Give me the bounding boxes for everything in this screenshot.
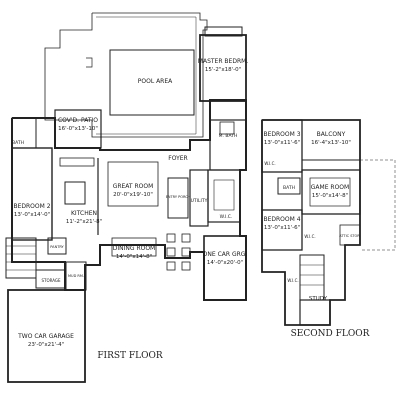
- wic-master-label: W.I.C.: [220, 214, 233, 220]
- wic-shelf: [213, 179, 235, 211]
- master-bath-label: M. BATH: [219, 133, 238, 139]
- porch-column-6: [181, 261, 191, 271]
- balcony-dim: 16'-4"x13'-10": [311, 140, 351, 146]
- porch-column-2: [166, 247, 176, 257]
- kitchen-dim: 11'-2"x21'-8": [66, 219, 102, 225]
- great-room-tray: [107, 161, 159, 207]
- mud-room-label: MUD RM.: [68, 274, 84, 278]
- porch-column-4: [181, 233, 191, 243]
- pool: [109, 49, 195, 116]
- entry-porch-label: ENTRY PORCH: [166, 195, 191, 199]
- one-car-garage-walls: [203, 235, 247, 301]
- bedroom-4-dim: 13'-0"x11'-6": [264, 225, 300, 231]
- pool-area-label: POOL AREA: [138, 78, 173, 85]
- pool-enclosure-outline: [44, 12, 208, 138]
- master-bedroom-dim: 15'-2"x18'-0": [205, 67, 241, 73]
- one-car-garage-dim: 14'-0"x20'-0": [207, 260, 243, 266]
- one-car-garage-label: ONE CAR GRG.: [203, 251, 248, 258]
- second-floor-plan: [261, 119, 396, 326]
- wic-2f-c-label: W.I.C.: [287, 278, 298, 283]
- bedroom-3-label: BEDROOM 3: [263, 131, 300, 138]
- porch-column-1: [166, 233, 176, 243]
- covd-patio-label: COV'D. PATIO: [58, 117, 98, 124]
- second-floor-title: SECOND FLOOR: [291, 329, 370, 339]
- first-floor-plan: [5, 12, 247, 383]
- kitchen-counter: [59, 157, 95, 167]
- roof-outline-2f: [360, 159, 396, 251]
- game-room-tray: [309, 177, 351, 207]
- pantry-label: PANTRY: [50, 245, 64, 249]
- utility-walls: [189, 169, 209, 227]
- study-label: STUDY: [309, 296, 328, 302]
- master-bath-walls: [209, 119, 247, 171]
- two-car-garage-dim: 23'-0"x21'-4": [28, 342, 64, 348]
- entry-porch: [167, 177, 189, 219]
- two-car-garage-label: TWO CAR GARAGE: [17, 333, 74, 340]
- attic-storage-walls: [339, 224, 361, 246]
- great-room-label: GREAT ROOM: [113, 183, 154, 190]
- room-labels: POOL AREA MASTER BEDRM. 15'-2"x18'-0" CO…: [12, 58, 361, 348]
- kitchen-island: [64, 181, 86, 205]
- bath-2f-walls: [277, 177, 301, 195]
- bedroom-2-walls: [11, 147, 53, 241]
- wic-2f-b-label: W.I.C.: [304, 234, 315, 239]
- stair-block: [5, 237, 37, 279]
- utility-label: UTILITY: [191, 198, 208, 204]
- study-walls: [299, 299, 331, 326]
- porch-column-5: [181, 247, 191, 257]
- bath-2f-label: BATH: [283, 185, 295, 191]
- dining-room-tray: [111, 237, 157, 257]
- game-room-walls: [301, 169, 361, 215]
- first-floor-title: FIRST FLOOR: [97, 351, 163, 361]
- balcony-label: BALCONY: [317, 131, 346, 138]
- master-bedroom-label: MASTER BEDRM.: [198, 58, 248, 65]
- wic-2f-a-label: W.I.C.: [264, 161, 275, 166]
- kitchen-label: KITCHEN: [71, 210, 97, 217]
- bath-left-walls: [11, 117, 37, 149]
- storage-label: STORAGE: [41, 278, 61, 283]
- bedroom-4-label: BEDROOM 4: [263, 216, 300, 223]
- storage-walls: [35, 269, 67, 289]
- game-room-dim: 15'-0"x14'-8": [312, 193, 348, 199]
- porch-column-3: [166, 261, 176, 271]
- covd-patio-dim: 16'-0"x13'-10": [58, 126, 98, 132]
- great-room-dim: 20'-0"x19'-10": [113, 192, 153, 198]
- dining-room-dim: 14'-0"x14'-8": [116, 254, 152, 260]
- bedroom-2-dim: 13'-0"x14'-0": [14, 212, 50, 218]
- bedroom-2-label: BEDROOM 2: [13, 203, 50, 210]
- game-room-label: GAME ROOM: [311, 184, 349, 191]
- master-bedroom-bay: [204, 26, 243, 37]
- master-tub: [219, 121, 235, 135]
- stair-2f: [299, 254, 325, 301]
- balcony-walls: [301, 119, 361, 161]
- bedroom-4-walls: [261, 209, 303, 251]
- pantry-walls: [47, 237, 67, 255]
- bath-left-label: BATH: [12, 140, 24, 146]
- bedroom-3-dim: 13'-0"x11'-6": [264, 140, 300, 146]
- two-car-garage-walls: [7, 289, 86, 383]
- pool-spa: [86, 57, 93, 68]
- foyer-label: FOYER: [168, 155, 187, 162]
- dining-room-label: DINING ROOM: [113, 245, 155, 252]
- attic-storage-label: ATTIC STOR.: [339, 234, 360, 238]
- pool-enclosure-inner: [96, 16, 197, 135]
